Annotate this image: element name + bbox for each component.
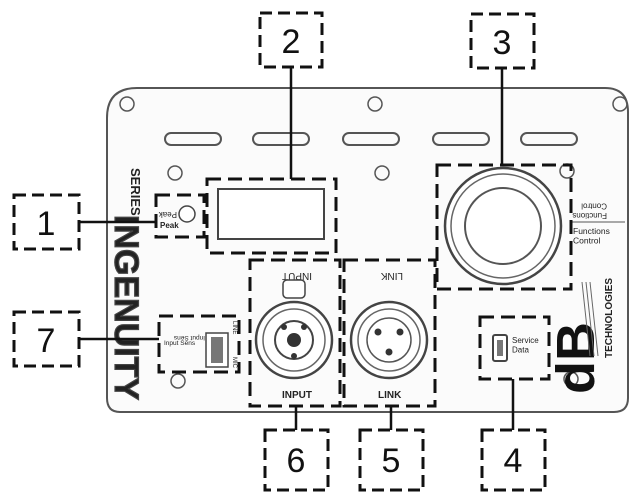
leader-lines — [79, 67, 515, 430]
callout-numbers: 1 2 3 4 5 6 7 — [37, 23, 523, 480]
switch-mic-label: MIC — [231, 357, 237, 369]
highlight-7 — [157, 314, 241, 374]
vent-slot — [252, 132, 310, 146]
input-bottom-label: INPUT — [282, 390, 312, 401]
callout-number-7: 7 — [37, 322, 56, 360]
combo-jack-ring-icon — [262, 308, 326, 372]
link-top-label: LINK — [380, 270, 403, 281]
functions-control-mirror: FunctionsControl — [572, 202, 607, 221]
vent-slot — [342, 132, 400, 146]
db-logo-text: dB — [546, 322, 606, 394]
screw-icon — [170, 373, 186, 389]
switch-line-label: LINE — [231, 321, 237, 334]
screw-icon — [374, 165, 390, 181]
input-sens-switch: Input Sens Input Sens LINE MIC — [164, 321, 237, 369]
callout-box-7 — [12, 310, 81, 368]
input-sens-label-1: Input Sens — [173, 334, 205, 341]
input-connector: INPUT INPUT — [254, 270, 334, 401]
input-top-label: INPUT — [282, 270, 312, 281]
callout-number-6: 6 — [287, 442, 306, 480]
service-data-label-line: Data — [512, 346, 529, 355]
screw-icon — [167, 165, 183, 181]
screw-icon — [367, 96, 383, 112]
peak-led-area: Peak Peak — [158, 205, 196, 230]
input-sens-label-2: Input Sens — [164, 340, 196, 347]
peak-label: Peak — [160, 221, 179, 230]
callout-box-6 — [263, 428, 330, 492]
highlight-3 — [435, 163, 573, 291]
screw-icon — [119, 96, 135, 112]
callout-number-5: 5 — [382, 442, 401, 480]
link-bottom-label: LINK — [378, 390, 402, 401]
highlight-5 — [342, 258, 437, 408]
display-window — [217, 188, 325, 240]
callout-number-2: 2 — [282, 23, 301, 61]
callout-number-4: 4 — [504, 442, 523, 480]
callout-box-5 — [358, 428, 425, 492]
callout-number-1: 1 — [37, 205, 56, 243]
highlight-1 — [154, 193, 206, 239]
latch-icon — [282, 279, 306, 299]
functions-control-knob — [443, 166, 563, 286]
functions-control-text: Functions — [573, 226, 610, 236]
callout-box-1 — [12, 193, 81, 251]
callout-number-3: 3 — [493, 24, 512, 62]
highlight-2 — [205, 177, 338, 255]
functions-control-text-line: Control — [573, 236, 601, 246]
screw-icon — [563, 371, 579, 387]
functions-mirror-line-line: Control — [581, 202, 607, 211]
knob-inner-icon — [464, 187, 542, 265]
db-logo: dB TECHNOLOGIES — [546, 278, 615, 394]
knob-ring-icon — [450, 173, 556, 279]
callout-box-2 — [258, 11, 324, 69]
callout-box-4 — [480, 428, 547, 492]
callout-boxes — [12, 11, 547, 492]
xlr-ring-icon — [357, 308, 421, 372]
screw-icon — [612, 96, 628, 112]
technologies-text: TECHNOLOGIES — [604, 278, 615, 358]
series-text: SERIES — [128, 168, 143, 216]
callout-box-3 — [469, 12, 536, 70]
vent-slot — [432, 132, 490, 146]
peak-led-icon — [178, 205, 196, 223]
vent-slot — [164, 132, 222, 146]
service-data-label: Service — [512, 336, 539, 345]
logo-stripes — [581, 281, 599, 357]
vent-slot — [520, 132, 578, 146]
link-connector: LINK LINK — [349, 270, 429, 401]
highlight-4 — [478, 315, 551, 381]
vent-slots — [164, 132, 578, 146]
peak-label-mirror: Peak — [158, 210, 177, 219]
brand-vertical-text: INGENUITY — [107, 215, 145, 400]
functions-mirror-line: Functions — [572, 211, 607, 220]
